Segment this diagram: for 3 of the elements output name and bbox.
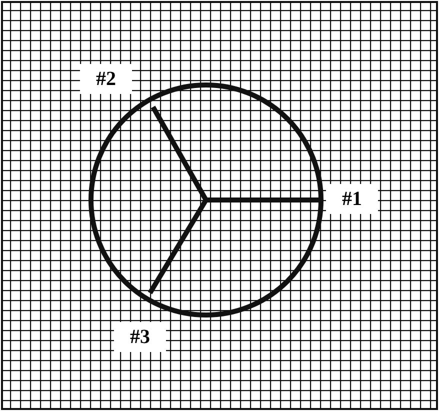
sector-number: #1 (326, 184, 378, 214)
sector-number: #3 (114, 322, 166, 352)
sector-number: #2 (80, 64, 132, 94)
